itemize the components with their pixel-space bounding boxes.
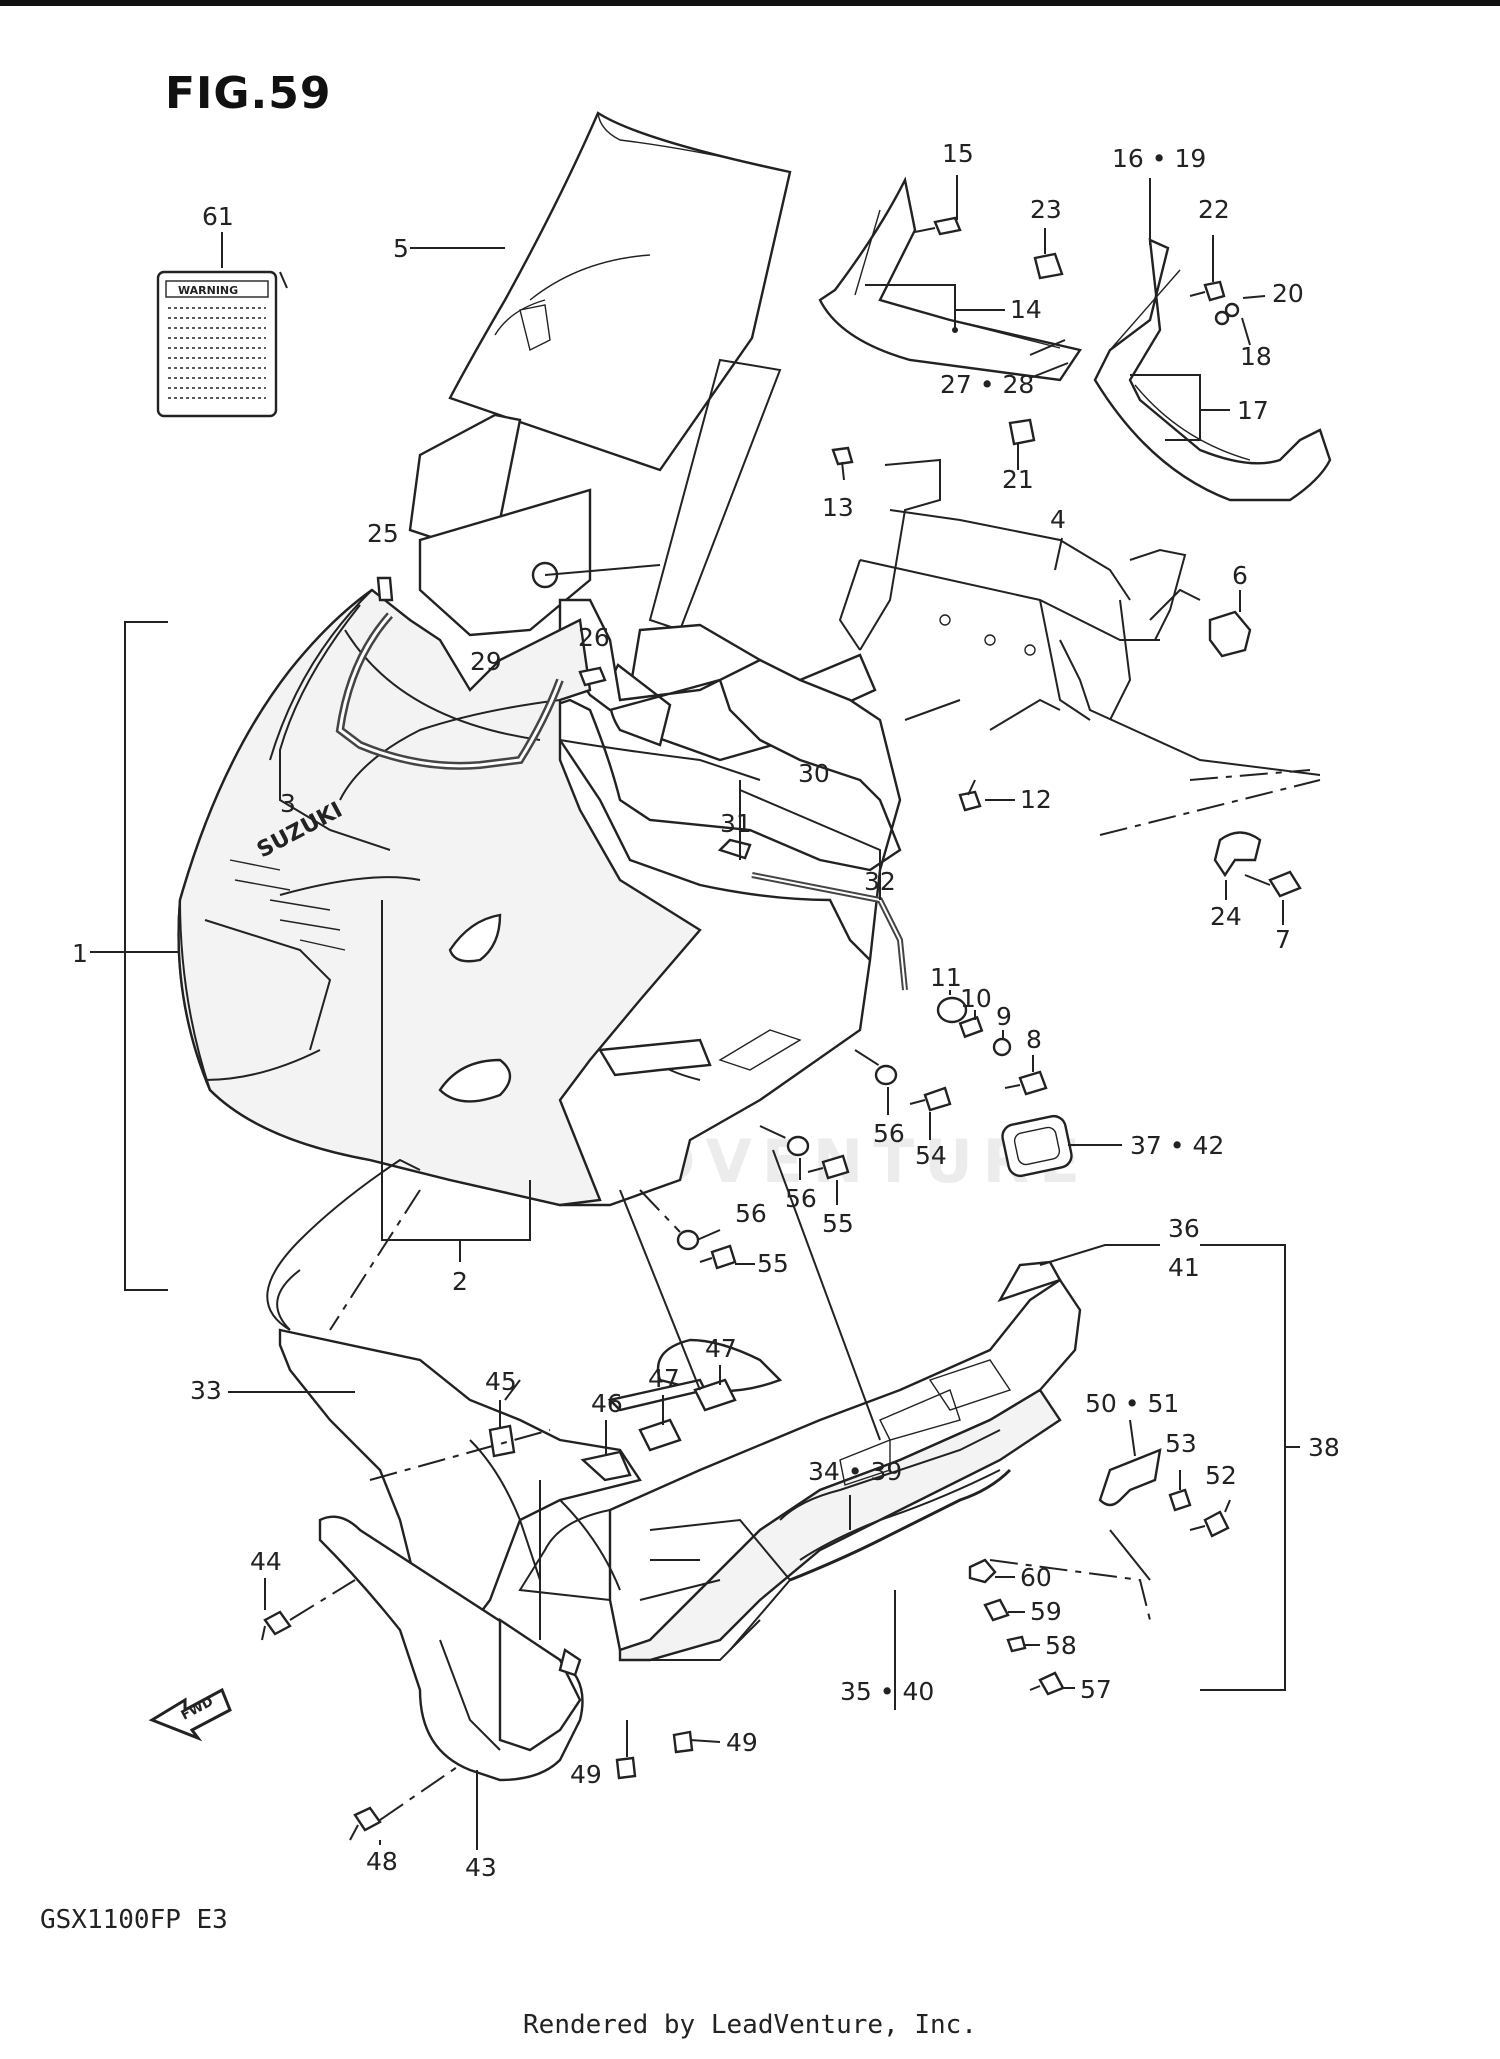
callout-8: 8 [1026,1025,1042,1054]
callout-2: 2 [452,1267,468,1296]
callout-47b: 47 [705,1334,737,1363]
callout-3: 3 [280,789,296,818]
callout-15: 15 [942,139,974,168]
callout-53: 53 [1165,1429,1197,1458]
callout-41: 41 [1168,1253,1200,1282]
top-border [0,0,1500,6]
callout-29: 29 [470,647,502,676]
callout-6: 6 [1232,561,1248,590]
trim-strip-part [335,576,607,770]
fasteners-group [261,216,1302,1841]
callout-17: 17 [1237,396,1269,425]
callout-37-42: 37 • 42 [1130,1131,1224,1160]
callout-55a: 55 [822,1209,854,1238]
upper-cowling-part: SUZUKI [177,588,902,1207]
callout-38: 38 [1308,1433,1340,1462]
meter-bracket-part [408,358,877,762]
warning-label-text: WARNING [178,284,238,297]
callout-26: 26 [578,623,610,652]
callout-56c: 56 [735,1199,767,1228]
callout-61: 61 [202,202,234,231]
callout-55b: 55 [757,1249,789,1278]
callout-54: 54 [915,1141,947,1170]
model-code: GSX1100FP E3 [40,1905,228,1935]
callout-35-40: 35 • 40 [840,1677,934,1706]
figure-title: FIG.59 [165,68,332,119]
callout-57: 57 [1080,1675,1112,1704]
callout-32: 32 [864,867,896,896]
callout-48: 48 [366,1847,398,1876]
side-cover-right-part [1093,238,1332,502]
callout-59: 59 [1030,1597,1062,1626]
callout-20: 20 [1272,279,1304,308]
cowling-brace-frame-part [838,458,1321,776]
callout-4: 4 [1050,505,1066,534]
callout-10: 10 [960,984,992,1013]
callout-18: 18 [1240,342,1272,371]
callout-45: 45 [485,1367,517,1396]
callout-60: 60 [1020,1563,1052,1592]
callout-11: 11 [930,963,962,992]
callout-44: 44 [250,1547,282,1576]
callout-9: 9 [996,1002,1012,1031]
callout-58: 58 [1045,1631,1077,1660]
callout-56b: 56 [785,1184,817,1213]
leader-lines [90,175,1321,1850]
lower-cowling-part [518,1260,1082,1662]
callout-43: 43 [465,1853,497,1882]
callout-22: 22 [1198,195,1230,224]
callout-1: 1 [72,939,88,968]
callout-49a: 49 [570,1760,602,1789]
callout-12: 12 [1020,785,1052,814]
callout-27-28: 27 • 28 [940,370,1034,399]
callout-30: 30 [798,759,830,788]
warning-label-part: WARNING [156,270,278,418]
callout-7: 7 [1275,925,1291,954]
callout-labels: 1 2 3 4 5 6 7 8 9 10 11 12 13 14 15 16 •… [72,139,1340,1882]
callout-24: 24 [1210,902,1242,931]
inner-panel-part [717,838,908,991]
callout-56a: 56 [873,1119,905,1148]
callout-5: 5 [393,234,409,263]
callout-33: 33 [190,1376,222,1405]
callout-23: 23 [1030,195,1062,224]
windscreen-part [448,111,792,472]
callout-25: 25 [367,519,399,548]
callout-34-39: 34 • 39 [808,1457,902,1486]
callout-50-51: 50 • 51 [1085,1389,1179,1418]
callout-21: 21 [1002,465,1034,494]
callout-47a: 47 [648,1364,680,1393]
callout-49b: 49 [726,1728,758,1757]
side-cover-left-part [818,176,1082,382]
lower-bracket-part [318,1515,584,1782]
callout-31: 31 [720,809,752,838]
callout-13: 13 [822,493,854,522]
callout-14: 14 [1010,295,1042,324]
callout-46: 46 [591,1389,623,1418]
forward-direction-arrow: FWD [148,1687,232,1742]
callout-36: 36 [1168,1214,1200,1243]
callout-52: 52 [1205,1461,1237,1490]
footer-credit: Rendered by LeadVenture, Inc. [523,2010,977,2040]
callout-16-19: 16 • 19 [1112,144,1206,173]
